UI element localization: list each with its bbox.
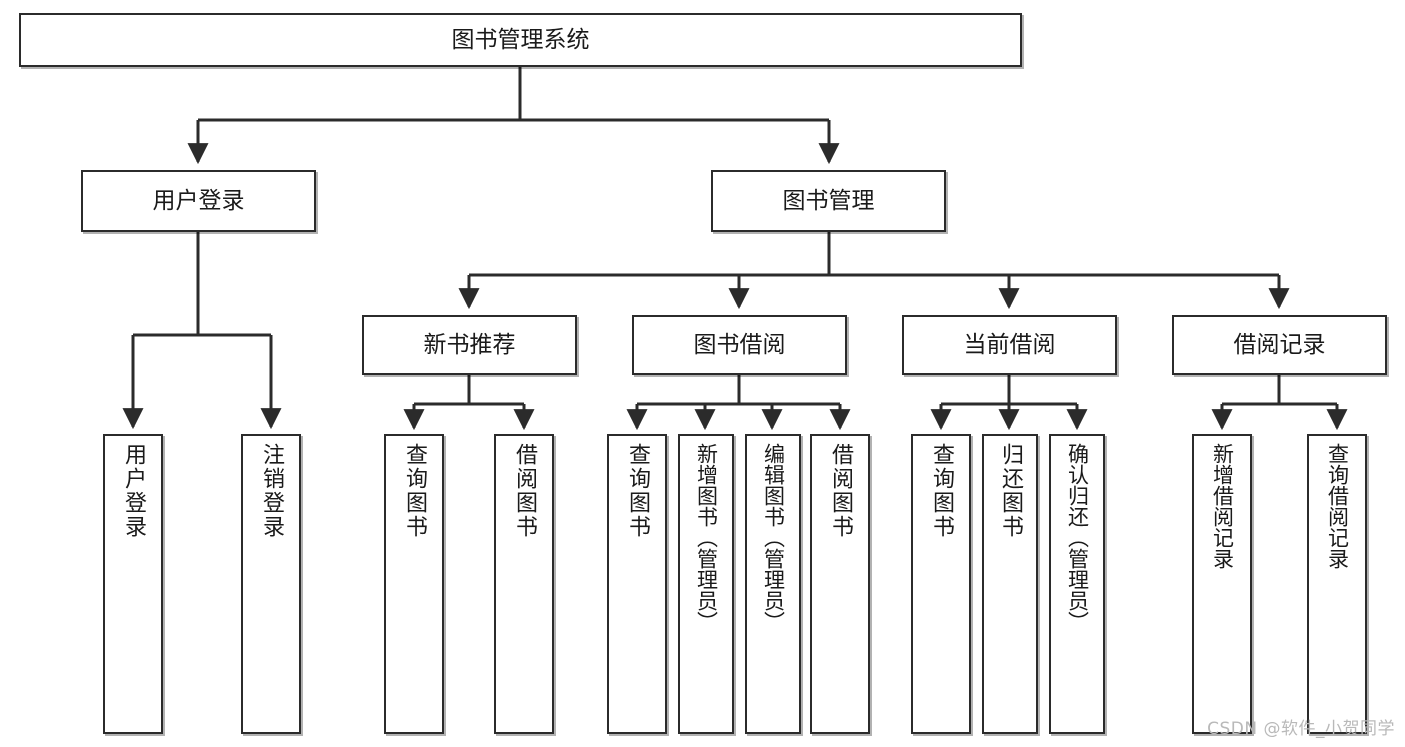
node-label: 当前借阅 <box>963 331 1056 358</box>
leaf-query-book-recommend[interactable]: 查询图书 <box>384 434 444 734</box>
node-label: 图书管理 <box>782 187 875 214</box>
node-label: 归还图书 <box>998 443 1023 539</box>
leaf-edit-book-admin[interactable]: 编辑图书（管理员） <box>745 434 801 734</box>
leaf-borrow-book-recommend[interactable]: 借阅图书 <box>494 434 554 734</box>
node-root-book-management-system[interactable]: 图书管理系统 <box>19 13 1022 67</box>
node-label: 图书借阅 <box>693 331 786 358</box>
node-label: 确认归还（管理员） <box>1065 443 1090 632</box>
node-label: 借阅图书 <box>512 443 537 539</box>
leaf-logout[interactable]: 注销登录 <box>241 434 301 734</box>
node-book-management[interactable]: 图书管理 <box>711 170 946 232</box>
node-label: 图书管理系统 <box>451 26 590 53</box>
leaf-query-borrow-record[interactable]: 查询借阅记录 <box>1307 434 1367 734</box>
leaf-confirm-return-admin[interactable]: 确认归还（管理员） <box>1049 434 1105 734</box>
node-label: 编辑图书（管理员） <box>761 443 786 632</box>
node-label: 新增图书（管理员） <box>694 443 719 632</box>
leaf-query-book-borrow[interactable]: 查询图书 <box>607 434 667 734</box>
leaf-user-login[interactable]: 用户登录 <box>103 434 163 734</box>
node-label: 借阅记录 <box>1233 331 1326 358</box>
leaf-query-book-current[interactable]: 查询图书 <box>911 434 971 734</box>
node-label: 查询图书 <box>625 443 650 539</box>
node-label: 查询图书 <box>402 443 427 539</box>
node-label: 新增借阅记录 <box>1210 443 1235 569</box>
node-label: 查询借阅记录 <box>1325 443 1350 569</box>
leaf-add-book-admin[interactable]: 新增图书（管理员） <box>678 434 734 734</box>
node-label: 借阅图书 <box>828 443 853 539</box>
leaf-add-borrow-record[interactable]: 新增借阅记录 <box>1192 434 1252 734</box>
node-label: 新书推荐 <box>423 331 516 358</box>
node-book-borrow[interactable]: 图书借阅 <box>632 315 847 375</box>
leaf-borrow-book[interactable]: 借阅图书 <box>810 434 870 734</box>
node-label: 查询图书 <box>929 443 954 539</box>
node-label: 用户登录 <box>121 443 146 539</box>
node-new-book-recommend[interactable]: 新书推荐 <box>362 315 577 375</box>
node-current-borrow[interactable]: 当前借阅 <box>902 315 1117 375</box>
leaf-return-book[interactable]: 归还图书 <box>982 434 1038 734</box>
node-user-login[interactable]: 用户登录 <box>81 170 316 232</box>
node-label: 注销登录 <box>259 443 284 539</box>
node-label: 用户登录 <box>152 187 245 214</box>
node-borrow-record[interactable]: 借阅记录 <box>1172 315 1387 375</box>
